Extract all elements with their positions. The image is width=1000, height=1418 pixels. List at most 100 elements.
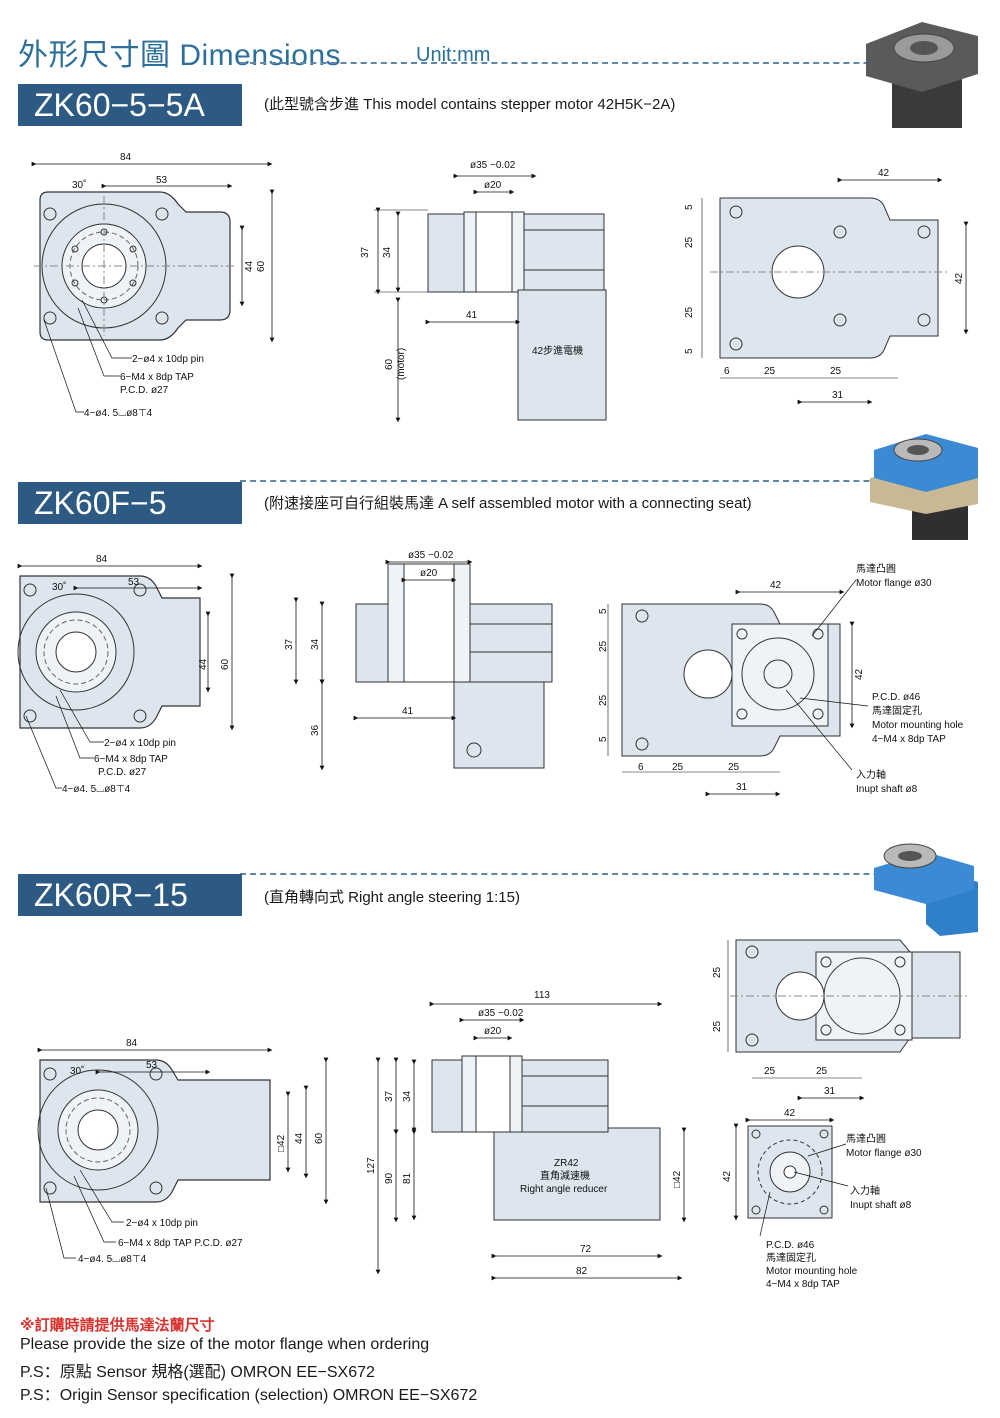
back-view: 42 5 25 25 5 42 6 25 25 31 馬達凸圓 Motor fl… (598, 563, 964, 797)
dim-25-c: 25 (764, 366, 776, 377)
sensor-note-zh: P.S：原點 Sensor 規格(選配) OMRON EE−SX672 (20, 1364, 375, 1381)
callout-tap-pcd: 6−M4 x 8dp TAP P.C.D. ø27 (118, 1238, 243, 1249)
dim-d20: ø20 (484, 1026, 502, 1037)
dim-25-a: 25 (684, 236, 695, 248)
dim-25-b: 25 (598, 694, 609, 706)
dim-d20: ø20 (420, 568, 438, 579)
dim-31: 31 (832, 390, 844, 401)
order-note-en: Please provide the size of the motor fla… (20, 1336, 430, 1353)
callout-pcd: P.C.D. ø27 (98, 767, 147, 778)
dim-37: 37 (384, 1090, 395, 1102)
dim-5-top: 5 (598, 608, 609, 614)
dim-44: 44 (294, 1132, 305, 1144)
dim-37: 37 (284, 638, 295, 650)
section-divider (240, 873, 960, 875)
model-badge-zk60f-5: ZK60F−5 (18, 482, 242, 524)
dim-25-d: 25 (728, 762, 740, 773)
callout-pcd: P.C.D. ø27 (120, 385, 169, 396)
dim-42-right: 42 (854, 668, 865, 680)
sensor-note-en: P.S：Origin Sensor specification (selecti… (20, 1387, 478, 1404)
angle-30: 30˚ (70, 1065, 84, 1077)
front-view: 84 53 44 60 30˚ 2−ø4 x 10dp pin 6−M4 x 8… (31, 152, 275, 419)
mount-tap: 4−M4 x 8dp TAP (766, 1279, 840, 1290)
dim-square-42: □42 (276, 1134, 287, 1152)
dim-25-b: 25 (712, 1020, 723, 1032)
front-view: 84 53 □42 44 60 30˚ 2−ø4 x 10dp pin 6−M4… (37, 1038, 329, 1265)
dim-square-42: □42 (672, 1170, 683, 1188)
dim-31: 31 (824, 1086, 836, 1097)
page-title: 外形尺寸圖 Dimensions (18, 39, 342, 72)
dim-25-c: 25 (764, 1066, 776, 1077)
shaft-label-en: Inupt shaft ø8 (856, 784, 918, 795)
mount-hole-en: Motor mounting hole (766, 1266, 858, 1277)
callout-pin: 2−ø4 x 10dp pin (126, 1218, 198, 1229)
drawing-zk60-5-5a: 84 53 44 60 30˚ 2−ø4 x 10dp pin 6−M4 x 8… (31, 152, 969, 423)
front-view: 84 53 44 60 30˚ 2−ø4 x 10dp pin 6−M4 x 8… (17, 554, 235, 795)
dim-84: 84 (96, 554, 108, 565)
callout-tap: 6−M4 x 8dp TAP (94, 754, 168, 765)
dim-44: 44 (244, 260, 255, 272)
dim-81: 81 (402, 1172, 413, 1184)
section-divider (240, 480, 960, 482)
dim-113: 113 (534, 990, 550, 1001)
dim-44: 44 (198, 658, 209, 670)
dim-d35: ø35 −0.02 (408, 550, 454, 561)
back-view: 42 5 25 25 5 42 6 25 25 31 (684, 168, 969, 405)
angle-30: 30˚ (72, 179, 86, 191)
mount-hole-en: Motor mounting hole (872, 720, 964, 731)
dim-60: 60 (256, 260, 267, 272)
mount-hole-zh: 馬達固定孔 (766, 1251, 816, 1264)
model-note: (此型號含步進 This model contains stepper moto… (264, 96, 676, 113)
motor-note: (motor) (396, 348, 407, 380)
mount-tap: 4−M4 x 8dp TAP (872, 734, 946, 745)
callout-counterbore: 4−ø4. 5⌴ø8⊤4 (84, 408, 153, 419)
model-badge-zk60-5-5a: ZK60−5−5A (18, 84, 242, 126)
dim-25-a: 25 (598, 640, 609, 652)
dim-42-top: 42 (878, 168, 890, 179)
shaft-label-zh: 入力軸 (850, 1184, 880, 1197)
dim-60: 60 (314, 1132, 325, 1144)
dim-25-d: 25 (816, 1066, 828, 1077)
dim-34: 34 (310, 638, 321, 650)
drawing-zk60f-5: 84 53 44 60 30˚ 2−ø4 x 10dp pin 6−M4 x 8… (17, 550, 964, 797)
unit-label: Unit:mm (416, 44, 491, 66)
drawing-zk60r-15: 25 25 25 25 31 84 53 □42 44 60 30˚ 2−ø4 … (37, 939, 970, 1290)
flange-label-zh: 馬達凸圓 (846, 1133, 886, 1145)
section-divider (240, 62, 960, 64)
pcd-label: P.C.D. ø46 (872, 692, 921, 703)
motor-label: 42步進電機 (532, 344, 583, 357)
mount-hole-zh: 馬達固定孔 (872, 704, 922, 717)
dim-d35: ø35 −0.02 (478, 1008, 524, 1019)
dim-60: 60 (220, 658, 231, 670)
dim-25-a: 25 (712, 966, 723, 978)
dim-5-bottom: 5 (684, 348, 695, 354)
flange-label-en: Motor flange ø30 (846, 1148, 922, 1159)
flange-label-en: Motor flange ø30 (856, 578, 932, 589)
callout-counterbore: 4−ø4. 5⌴ø8⊤4 (78, 1254, 147, 1265)
side-view: 113 ø35 −0.02 ø20 127 90 37 34 81 □42 72… (366, 990, 687, 1281)
pcd-label: P.C.D. ø46 (766, 1240, 815, 1251)
dim-37: 37 (360, 246, 371, 258)
dim-82: 82 (576, 1266, 588, 1277)
callout-pin: 2−ø4 x 10dp pin (104, 738, 176, 749)
dim-72: 72 (580, 1244, 592, 1255)
dim-53: 53 (156, 175, 168, 186)
dim-5-bottom: 5 (598, 736, 609, 742)
dim-6: 6 (724, 366, 730, 377)
dim-53: 53 (146, 1060, 158, 1071)
shaft-label-en: Inupt shaft ø8 (850, 1200, 912, 1211)
dim-60-motor: 60 (384, 358, 395, 370)
dim-42-top: 42 (770, 580, 782, 591)
dim-53: 53 (128, 577, 140, 588)
dim-41: 41 (466, 310, 478, 321)
side-view: ø35 −0.02 ø20 37 34 41 60 (motor) 42步進電機 (360, 160, 607, 423)
product-photo-zk60-5-5a (866, 22, 978, 128)
angle-30: 30˚ (52, 581, 66, 593)
reducer-label-zh: 直角減速機 (540, 1169, 590, 1182)
dim-84: 84 (126, 1038, 138, 1049)
product-photo-zk60f-5 (870, 434, 978, 540)
flange-label-zh: 馬達凸圓 (856, 563, 896, 575)
top-view: 25 25 25 25 31 (712, 939, 970, 1101)
product-photo-zk60r-15 (874, 843, 978, 936)
dim-41: 41 (402, 706, 414, 717)
